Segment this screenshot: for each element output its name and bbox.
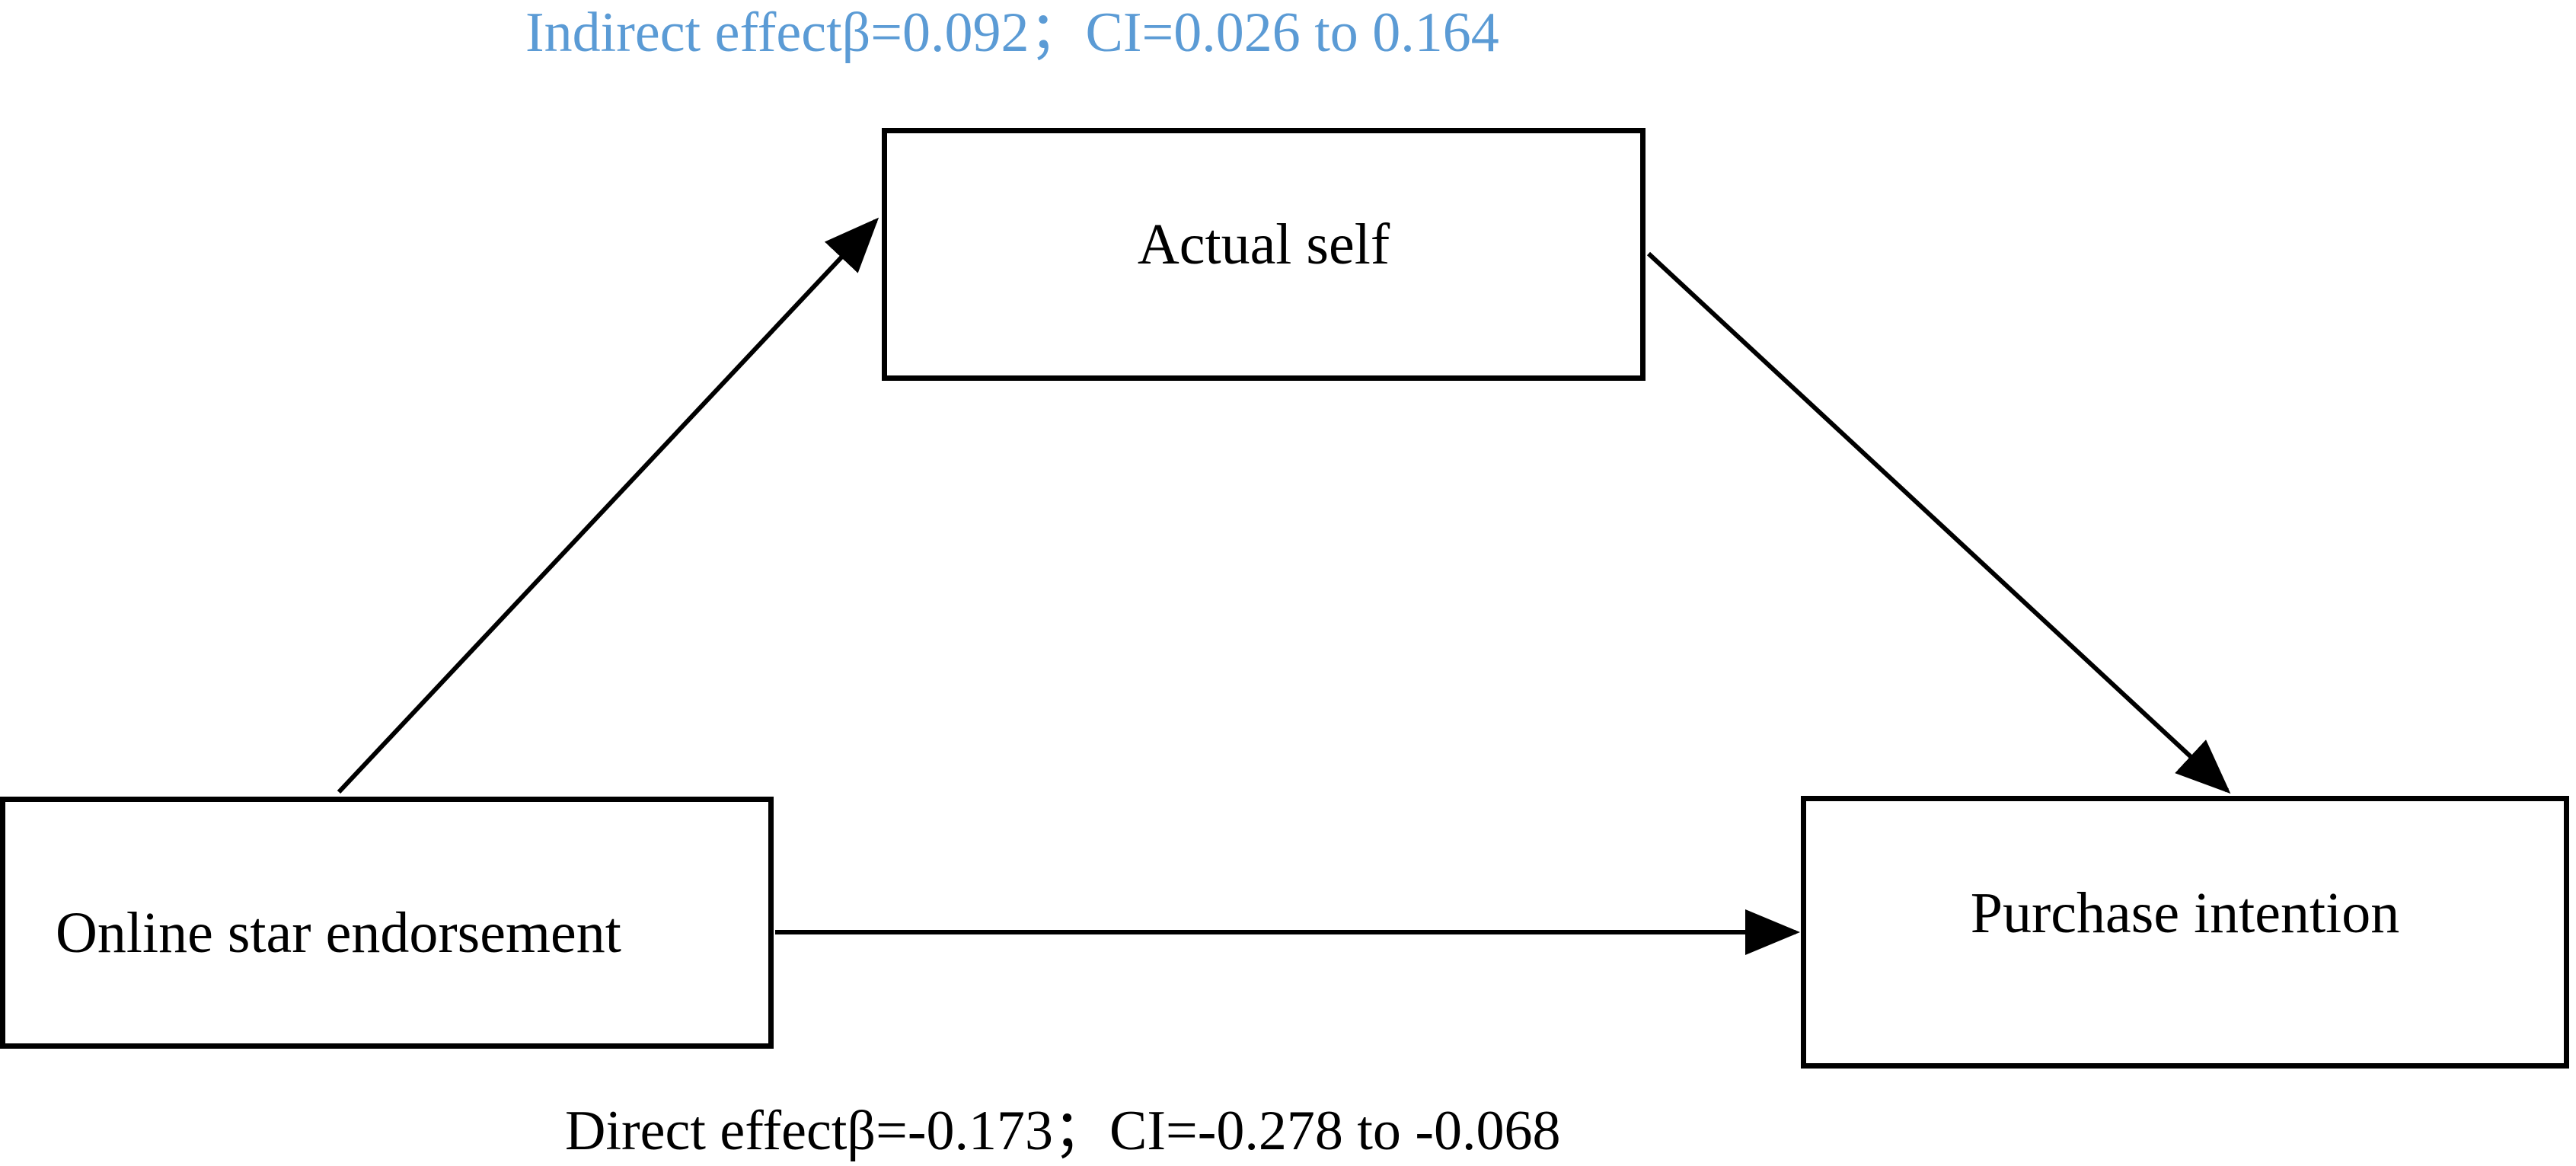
arrow-actual-self-to-purchase [1646,251,2231,794]
indirect-effect-label: Indirect effectβ=0.092；CI=0.026 to 0.164 [525,2,1499,64]
node-online-star-endorsement: Online star endorsement [0,797,774,1049]
node-online-star-endorsement-label: Online star endorsement [56,901,621,965]
node-actual-self-label: Actual self [1137,212,1390,276]
node-purchase-intention-label: Purchase intention [1970,880,2400,945]
direct-effect-label: Direct effectβ=-0.173；CI=-0.278 to -0.06… [565,1100,1561,1162]
node-actual-self: Actual self [882,128,1646,381]
arrow-online-to-actual-self [337,217,879,794]
node-purchase-intention: Purchase intention [1801,796,2569,1069]
